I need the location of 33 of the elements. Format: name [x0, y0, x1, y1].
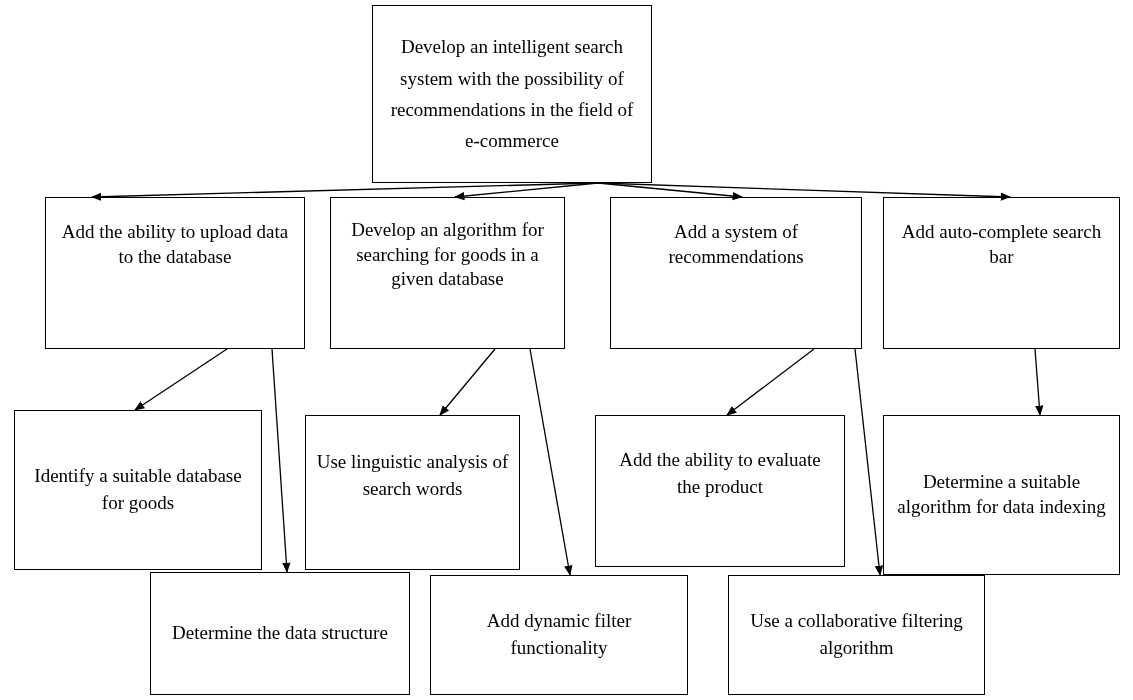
arrow — [453, 182, 599, 201]
arrow — [529, 348, 573, 576]
arrow — [1034, 348, 1044, 417]
arrow — [439, 348, 496, 416]
task-label: Add the ability to upload data to the database — [60, 220, 290, 269]
task-box — [595, 415, 845, 567]
task-box — [150, 572, 410, 695]
arrow — [597, 182, 1012, 201]
task-label: Determine the data structure — [172, 621, 388, 646]
task-box — [610, 197, 862, 349]
task-box — [883, 415, 1120, 575]
task-label: Identify a suitable database for goods — [33, 464, 243, 515]
arrow — [271, 348, 291, 574]
task-label: Use a collaborative filtering algorithm — [749, 609, 964, 660]
task-label: Determine a suitable algorithm for data indexing — [896, 470, 1107, 519]
task-label: Add the ability to evaluate the product — [618, 448, 822, 499]
task-label: Add a system of recommendations — [667, 220, 805, 269]
arrow — [726, 348, 815, 416]
task-box — [372, 5, 652, 183]
task-label: Add auto-complete search bar — [900, 220, 1103, 269]
task-label: Develop an algorithm for searching for goods in a given database — [350, 217, 545, 292]
task-label: Use linguistic analysis of search words — [316, 449, 509, 501]
arrow — [854, 348, 884, 577]
task-box — [430, 575, 688, 695]
task-box — [883, 197, 1120, 349]
task-box — [14, 410, 262, 570]
task-label: Develop an intelligent search system with the possibility of recommendations in the field of e-commerce — [389, 35, 635, 154]
task-label: Add dynamic filter functionality — [485, 609, 633, 660]
task-box — [45, 197, 305, 349]
arrow — [134, 348, 228, 411]
task-box — [728, 575, 985, 695]
task-box — [305, 415, 520, 570]
task-box — [330, 197, 565, 349]
